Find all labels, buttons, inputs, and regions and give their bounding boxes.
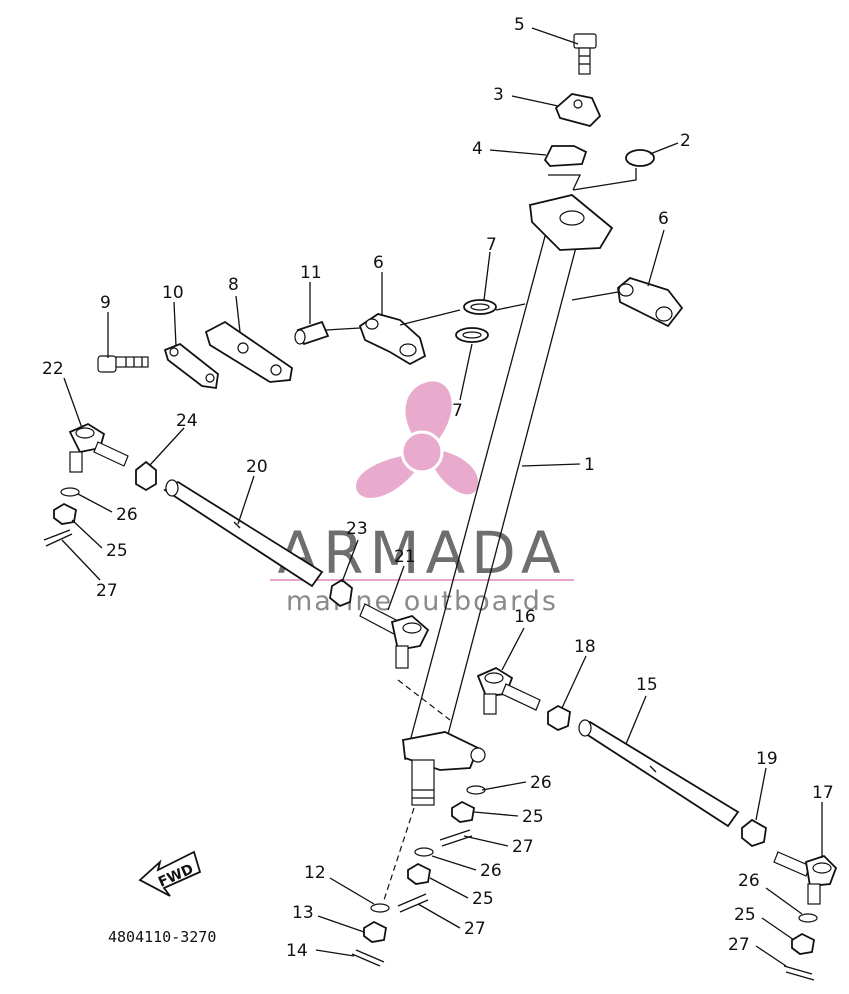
part-2-cap xyxy=(625,149,655,167)
part-26-washer-right xyxy=(798,913,818,923)
part-3-clamp xyxy=(554,93,602,128)
callout-21: 21 xyxy=(394,547,416,567)
callout-26-right: 26 xyxy=(738,871,760,891)
part-27-pin-mid xyxy=(439,829,473,847)
part-15-rod xyxy=(578,719,740,828)
callout-20: 20 xyxy=(246,457,268,477)
part-7-washer-upper xyxy=(463,299,497,315)
steering-tube xyxy=(402,194,614,806)
callout-9: 9 xyxy=(100,293,111,313)
part-13-nut xyxy=(363,920,387,943)
part-9-bolt xyxy=(97,355,149,373)
callout-27-low: 27 xyxy=(464,919,486,939)
callout-2: 2 xyxy=(680,131,691,151)
part-10-lockplate xyxy=(163,342,219,390)
part-23-nut xyxy=(329,578,353,608)
callout-7-lower: 7 xyxy=(452,401,463,421)
part-25-nut-right xyxy=(791,932,815,955)
callout-17: 17 xyxy=(812,783,834,803)
diagram-part-code: 4804110-3270 xyxy=(108,928,216,946)
callout-19: 19 xyxy=(756,749,778,769)
callout-4: 4 xyxy=(472,139,483,159)
callout-13: 13 xyxy=(292,903,314,923)
callout-3: 3 xyxy=(493,85,504,105)
callout-24: 24 xyxy=(176,411,198,431)
part-21-tierod-end xyxy=(359,603,430,669)
part-19-nut xyxy=(741,818,767,848)
callout-25-right: 25 xyxy=(734,905,756,925)
watermark-brand: ARMADA xyxy=(277,519,566,587)
callout-27-mid: 27 xyxy=(512,837,534,857)
callout-25-mid: 25 xyxy=(522,807,544,827)
callout-5: 5 xyxy=(514,15,525,35)
part-25-nut-low xyxy=(407,862,431,885)
part-17-tierod-end xyxy=(773,851,838,905)
callout-10: 10 xyxy=(162,283,184,303)
callout-27-left: 27 xyxy=(96,581,118,601)
part-26-washer-low xyxy=(414,847,434,857)
part-25-nut-mid xyxy=(451,800,475,823)
part-5-bolt xyxy=(573,33,597,75)
callout-15: 15 xyxy=(636,675,658,695)
callout-26-left: 26 xyxy=(116,505,138,525)
part-27-pin-right xyxy=(783,965,815,981)
callout-27-right: 27 xyxy=(728,935,750,955)
part-20-rod xyxy=(163,479,324,588)
callout-18: 18 xyxy=(574,637,596,657)
propeller-icon xyxy=(353,378,482,501)
callout-1: 1 xyxy=(584,455,595,475)
part-16-tierod-end xyxy=(476,666,541,715)
callout-11: 11 xyxy=(300,263,322,283)
part-12-washer xyxy=(370,903,390,913)
callout-14: 14 xyxy=(286,941,308,961)
callout-25-low: 25 xyxy=(472,889,494,909)
part-14-pin xyxy=(351,949,385,967)
part-26-washer-left xyxy=(60,487,80,497)
callout-12: 12 xyxy=(304,863,326,883)
callout-6-left: 6 xyxy=(373,253,384,273)
part-27-pin-low xyxy=(397,893,429,913)
callout-numbers: 5 3 4 2 6 7 6 11 8 10 9 7 22 24 20 1 26 … xyxy=(42,15,834,961)
fwd-arrow-icon: FWD xyxy=(138,850,202,897)
part-4-clamp xyxy=(543,145,588,167)
callout-25-left: 25 xyxy=(106,541,128,561)
callout-26-low: 26 xyxy=(480,861,502,881)
part-6-bracket-left xyxy=(358,313,427,366)
part-22-tierod-end xyxy=(68,422,129,473)
part-6-bracket-right xyxy=(617,276,684,328)
callout-26-mid: 26 xyxy=(530,773,552,793)
callout-22: 22 xyxy=(42,359,64,379)
callout-16: 16 xyxy=(514,607,536,627)
part-7-washer-lower xyxy=(455,327,489,343)
part-18-nut xyxy=(547,704,571,732)
part-24-nut xyxy=(135,460,157,492)
watermark-logo xyxy=(353,378,482,501)
part-27-pin-left xyxy=(43,529,73,547)
leader-lines xyxy=(61,27,823,967)
callout-23: 23 xyxy=(346,519,368,539)
part-11-sleeve xyxy=(294,320,330,346)
part-8-link xyxy=(204,320,293,383)
callout-6-right: 6 xyxy=(658,209,669,229)
callout-7-upper: 7 xyxy=(486,235,497,255)
callout-8: 8 xyxy=(228,275,239,295)
